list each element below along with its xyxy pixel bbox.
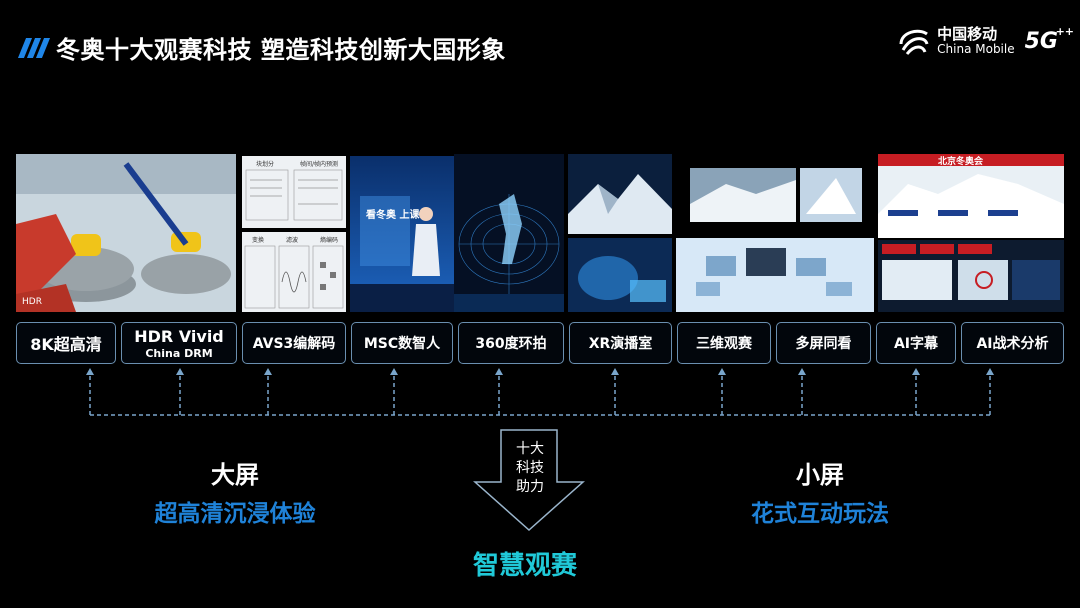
arrow-caption-line: 科技 [516,460,544,476]
tech-label-multiscreen: 多屏同看 [776,322,871,364]
title-decoration-icon [17,37,51,58]
tech-label-text: MSC数智人 [363,336,441,352]
tech-label-text: AI战术分析 [976,336,1049,352]
tech-label-text: 三维观赛 [696,336,752,352]
thumb-xr-studio-top [568,154,672,234]
page-title: 冬奥十大观赛科技 塑造科技创新大国形象 [56,36,506,64]
tech-label-360: 360度环拍 [458,322,564,364]
tech-label-text: 8K超高清 [30,335,102,354]
technology-thumbnails: HDR 块划分 帧间/帧内预测 变换 滤波 熵编码 [16,154,1064,314]
tech-label-text: 多屏同看 [795,336,852,352]
tech-label-ai-subtitle: AI字幕 [876,322,956,364]
tech-label-3d: 三维观赛 [677,322,771,364]
avs3-header-4: 滤波 [286,236,298,244]
title-bar: 冬奥十大观赛科技 塑造科技创新大国形象 [17,30,506,65]
arrow-caption-line: 十大 [516,441,544,457]
small-screen-subtitle: 花式互动玩法 [751,501,889,527]
avs3-header-1: 块划分 [256,160,274,168]
5g-plus: ++ [1055,24,1074,38]
arrow-caption: 十大 科技 助力 [500,440,560,497]
tech-label-msc: MSC数智人 [351,322,453,364]
small-screen-title: 小屏 [796,461,844,489]
avs3-header-5: 熵编码 [320,236,338,244]
tech-label-text: XR演播室 [588,336,653,352]
thumb-ai-subtitles: 北京冬奥会 [878,154,1064,238]
thumb-xr-studio-bottom [568,238,672,312]
small-screen-panel: 小屏 花式互动玩法 [720,455,920,528]
thumb-multi-screen [676,238,874,312]
tech-label-ai-tactical: AI战术分析 [961,322,1064,364]
beijing-banner: 北京冬奥会 [938,155,984,167]
thumb-hdr-watermark: HDR [22,297,42,307]
smart-viewing-text: 智慧观赛 [472,551,577,581]
avs3-header-2: 帧间/帧内预测 [300,160,338,168]
arrow-caption-line: 助力 [516,479,544,495]
china-mobile-logo-icon [899,29,929,55]
tech-label-avs3: AVS3编解码 [242,322,346,364]
big-screen-panel: 大屏 超高清沉浸体验 [130,455,340,528]
big-screen-title: 大屏 [211,461,259,489]
thumb-8k-curling: HDR [16,154,236,312]
tech-label-text: 360度环拍 [475,336,547,352]
brand-name-cn: 中国移动 [937,24,998,43]
thumb-avs3-diagram-top: 块划分 帧间/帧内预测 [242,156,346,228]
brand-logo: 中国移动 China Mobile 5G++ [897,24,1074,56]
thumb-ai-tactical [878,240,1064,312]
tech-label-text: AI字幕 [893,336,939,352]
thumb-3d-viewing [676,154,876,234]
tech-label-text: HDR Vivid [134,326,224,346]
big-screen-subtitle: 超高清沉浸体验 [154,501,316,527]
brand-name-en: China Mobile [937,41,1015,56]
avs3-header-3: 变换 [252,236,264,244]
5g-badge: 5G++ [1024,25,1074,54]
msc-caption: 看冬奥 上课啦 [366,208,429,221]
thumb-avs3-diagram-bottom: 变换 滤波 熵编码 [242,232,346,312]
tech-label-8k: 8K超高清 [16,322,116,364]
thumb-msc-digital-human: 看冬奥 上课啦 [350,156,454,312]
tech-label-sub: China DRM [145,346,213,360]
5g-label: 5G [1024,28,1058,54]
tech-label-text: AVS3编解码 [252,336,336,352]
thumb-360-capture [454,154,564,312]
tech-label-xr: XR演播室 [569,322,672,364]
